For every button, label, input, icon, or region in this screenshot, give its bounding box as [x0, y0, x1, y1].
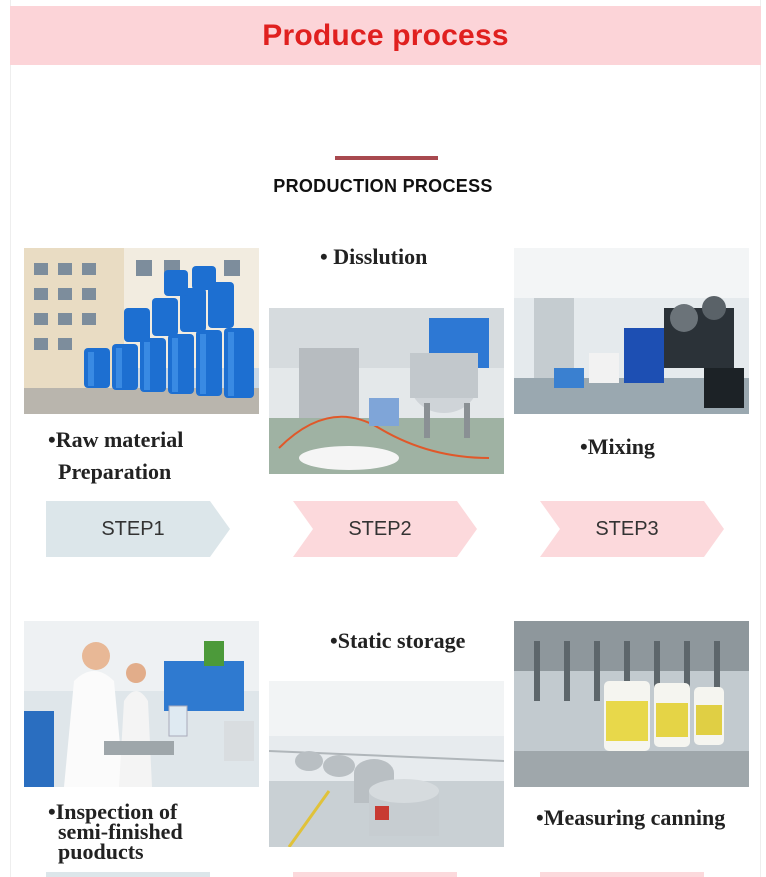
inspection-photo	[24, 621, 259, 787]
measuring-canning-photo	[514, 621, 749, 787]
inspection-caption: •Inspection of semi-finished puoducts	[48, 799, 183, 864]
step6-arrow-partial	[540, 872, 704, 877]
disslution-photo	[269, 308, 504, 474]
mixing-photo	[514, 248, 749, 414]
mixing-caption: •Mixing	[580, 434, 655, 459]
page-title: Produce process	[262, 18, 509, 52]
step2-label: STEP2	[348, 517, 412, 540]
disslution-caption: • Disslution	[320, 244, 428, 269]
step3-arrow: STEP3	[540, 501, 724, 557]
step1-label: STEP1	[101, 517, 165, 540]
section-subtitle: PRODUCTION PROCESS	[273, 176, 493, 196]
static-storage-caption: •Static storage	[330, 628, 466, 653]
step1-arrow: STEP1	[46, 501, 230, 557]
step2-arrow: STEP2	[293, 501, 477, 557]
step3-label: STEP3	[595, 517, 659, 540]
header-banner: Produce process	[10, 6, 761, 65]
section-divider	[335, 156, 438, 160]
step4-arrow-partial	[46, 872, 210, 877]
raw-material-photo	[24, 248, 259, 414]
static-storage-photo	[269, 681, 504, 847]
raw-material-caption: •Raw material Preparation	[48, 427, 184, 484]
step5-arrow-partial	[293, 872, 457, 877]
measuring-canning-caption: •Measuring canning	[536, 805, 726, 830]
